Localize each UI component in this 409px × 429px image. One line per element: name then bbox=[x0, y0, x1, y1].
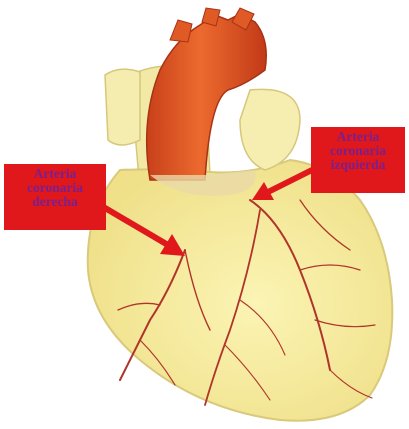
superior-vena-cava bbox=[105, 69, 140, 145]
heart-body bbox=[88, 160, 393, 421]
aortic-branch-1 bbox=[170, 20, 192, 42]
label-left-line-1: Arteria bbox=[315, 130, 401, 144]
label-right-line-2: coronaria bbox=[8, 181, 102, 195]
label-right-coronary-artery: Arteria coronaria derecha bbox=[4, 164, 106, 230]
label-left-coronary-artery: Arteria coronaria izquierda bbox=[311, 127, 405, 193]
label-right-line-1: Arteria bbox=[8, 167, 102, 181]
label-left-line-3: izquierda bbox=[315, 158, 401, 172]
left-atrium bbox=[240, 89, 300, 170]
label-left-line-2: coronaria bbox=[315, 144, 401, 158]
label-right-line-3: derecha bbox=[8, 195, 102, 209]
